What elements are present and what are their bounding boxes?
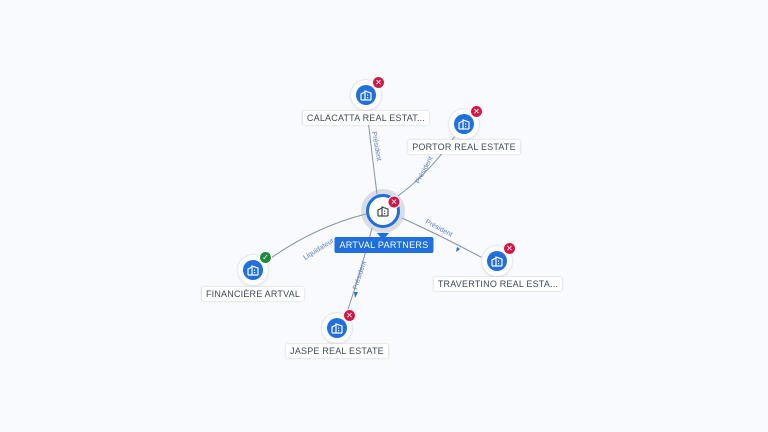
x-icon: ✕ [388, 196, 400, 208]
node-portor-icon-wrap [454, 114, 474, 134]
x-icon: ✕ [504, 243, 515, 254]
building-icon [331, 323, 343, 334]
center-node-label[interactable]: ARTVAL PARTNERS [334, 237, 434, 253]
node-travertino[interactable]: ✕ [482, 243, 515, 276]
node-financiere[interactable]: ✓ [238, 252, 271, 285]
x-icon: ✕ [373, 77, 384, 88]
edge-portor [397, 129, 460, 197]
node-financiere-icon-wrap [243, 260, 263, 280]
node-label-financiere[interactable]: FINANCIÈRE ARTVAL [201, 287, 305, 301]
x-icon: ✕ [344, 310, 355, 321]
building-icon [360, 90, 372, 101]
building-icon [458, 119, 470, 130]
node-label-portor[interactable]: PORTOR REAL ESTATE [408, 140, 520, 154]
edge-arrow-travertino [456, 247, 460, 252]
node-travertino-icon-wrap [487, 251, 507, 271]
node-jaspe[interactable]: ✕ [322, 310, 355, 343]
edge-travertino [401, 217, 491, 263]
node-calacatta-icon-wrap [356, 85, 376, 105]
building-icon [377, 206, 389, 217]
edge-label-financiere: Liquidateur [302, 237, 336, 262]
building-icon [247, 265, 259, 276]
node-portor[interactable]: ✕ [449, 106, 482, 139]
node-jaspe-icon-wrap [327, 318, 347, 338]
edge-arrow-jaspe [354, 292, 358, 298]
building-icon [491, 256, 503, 267]
node-label-travertino[interactable]: TRAVERTINO REAL ESTA... [433, 277, 563, 291]
node-calacatta[interactable]: ✕ [351, 77, 384, 110]
node-label-jaspe[interactable]: JASPE REAL ESTATE [286, 344, 388, 358]
node-label-calacatta[interactable]: CALACATTA REAL ESTAT... [302, 111, 430, 125]
edge-label-portor: Président [415, 155, 435, 184]
edge-label-jaspe: Président [352, 260, 368, 290]
x-icon: ✕ [471, 106, 482, 117]
check-icon: ✓ [260, 252, 271, 263]
center-node-pin [377, 233, 389, 240]
edge-label-calacatta: Président [370, 131, 382, 161]
